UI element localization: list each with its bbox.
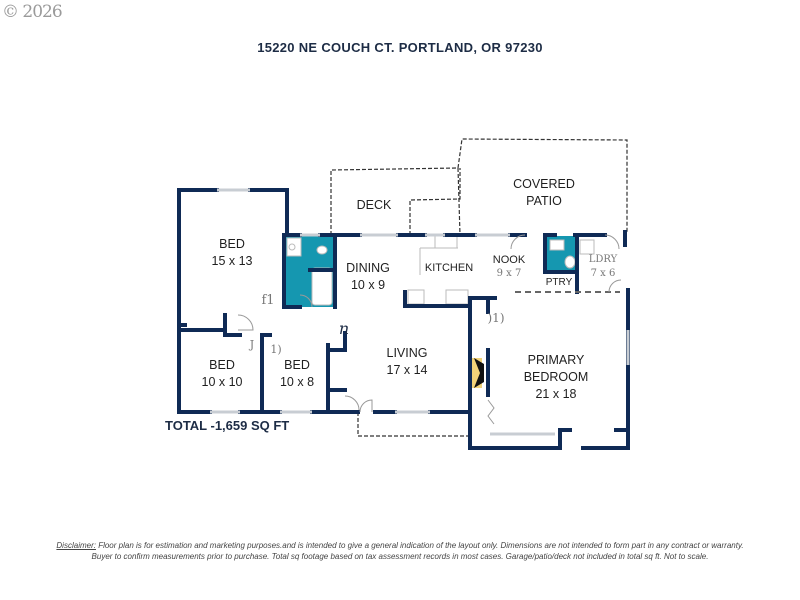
closet-mark-5: )1) [487,311,505,325]
room-dimensions: 7 x 6 [590,268,616,279]
copyright-watermark: © 2026 [2,2,63,22]
closet-mark-3: 1) [270,343,282,356]
room-name: NOOK [492,254,526,266]
closet-mark-4: n [338,319,350,338]
room-dimensions: 21 x 18 [535,387,577,401]
room-label-covered-patio: COVERED PATIO [513,176,575,210]
room-dimensions: 10 x 9 [350,278,386,292]
room-name: LDRY [588,254,618,265]
room-label-laundry: LDRY 7 x 6 [589,253,617,281]
room-label-bed2: BED 10 x 10 [201,357,242,391]
room-label-pantry: PTRY [546,276,573,290]
room-dimensions: 17 x 14 [386,363,428,377]
room-label-bed1: BED 15 x 13 [211,236,252,270]
room-label-kitchen: KITCHEN [425,261,473,275]
room-name-line2: BEDROOM [523,370,589,384]
room-label-bed3: BED 10 x 8 [280,357,314,391]
room-label-dining: DINING 10 x 9 [346,260,390,294]
windows [210,188,630,436]
room-name: BED [209,358,235,372]
disclaimer-line-1: Disclaimer: Floor plan is for estimation… [0,540,800,551]
room-name: PTRY [545,277,573,288]
total-square-footage: TOTAL -1,659 SQ FT [165,418,290,433]
outdoor-dashed-outlines [330,138,628,437]
disclaimer-label: Disclaimer: [56,541,96,550]
disclaimer-body-1: Floor plan is for estimation and marketi… [95,541,744,550]
room-name-line2: PATIO [526,194,562,208]
door-swings [237,234,622,425]
room-name-line1: COVERED [513,177,575,191]
room-name: DECK [356,198,392,212]
room-name: DINING [346,261,390,275]
disclaimer-line-2: Buyer to confirm measurements prior to p… [91,552,709,561]
room-dimensions: 9 x 7 [496,268,522,279]
disclaimer-text: Disclaimer: Floor plan is for estimation… [0,540,800,562]
room-dimensions: 10 x 10 [201,375,243,389]
fixtures [286,235,595,306]
walls [177,188,630,450]
room-dimensions: 10 x 8 [279,375,315,389]
fireplace [470,358,484,388]
property-address-title: 15220 NE COUCH CT. PORTLAND, OR 97230 [257,40,543,55]
room-name-line1: PRIMARY [527,353,585,367]
room-label-deck: DECK [357,197,392,214]
room-name: LIVING [386,346,428,360]
room-name: KITCHEN [424,262,474,274]
closet-mark-1: f1 [261,293,275,308]
room-label-primary-bedroom: PRIMARY BEDROOM 21 x 18 [524,352,589,403]
room-name: BED [219,237,245,251]
room-name: BED [284,358,310,372]
room-label-living: LIVING 17 x 14 [386,345,427,379]
room-label-nook: NOOK 9 x 7 [493,253,525,281]
room-dimensions: 15 x 13 [211,254,253,268]
closet-mark-2: J [249,338,255,351]
